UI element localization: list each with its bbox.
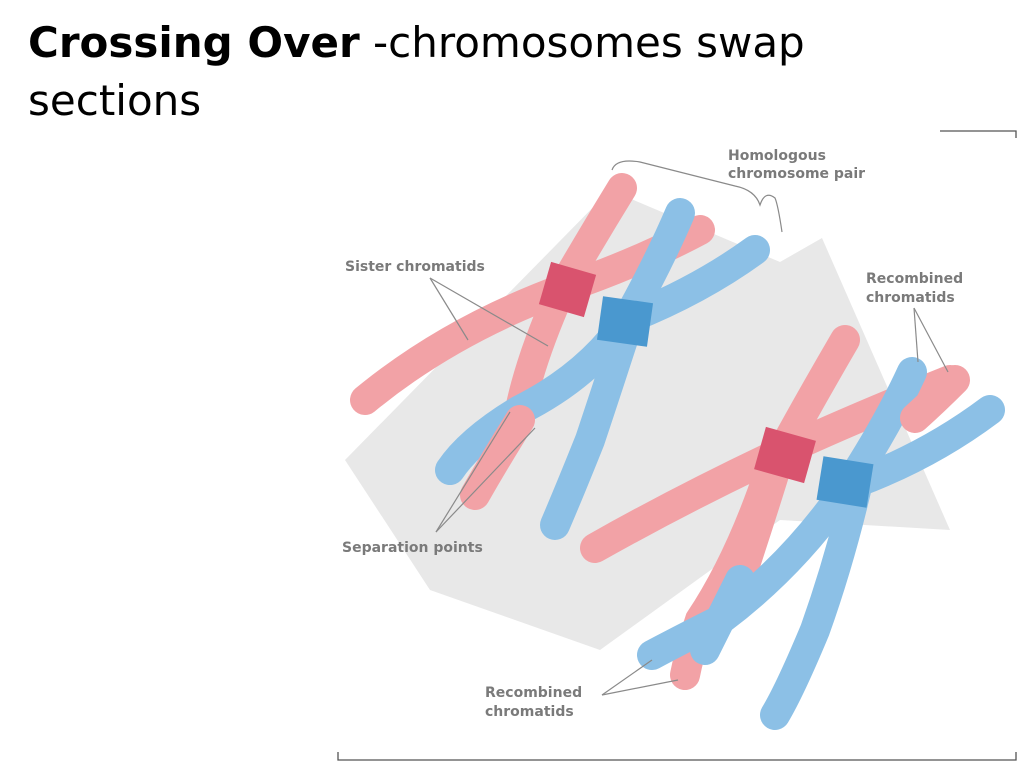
recombined-top-leader-1 (913, 307, 919, 363)
pink-centromere-left (538, 261, 597, 318)
recombined-bottom-leader-2 (601, 679, 679, 696)
pink-lower-tail (460, 405, 535, 510)
pink-lower-arm (670, 455, 785, 690)
title-rest: -chromosomes swap sections (28, 18, 805, 125)
figure-frame (337, 130, 1017, 761)
label-recombined-bottom-line1: Recombined (485, 685, 582, 701)
label-homologous-line1: Homologous (728, 148, 826, 164)
title-bold: Crossing Over (28, 18, 360, 67)
blue-recombined-arm-1 (637, 357, 927, 670)
recombined-bottom-leader-1 (601, 659, 653, 696)
separation-leader-2 (435, 427, 536, 533)
process-arrow (345, 190, 950, 650)
label-recombined-bottom-line2: chromatids (485, 704, 574, 720)
sister-leader-1 (429, 277, 469, 341)
label-recombined-top-line2: chromatids (866, 290, 955, 306)
label-recombined-top-line1: Recombined (866, 271, 963, 287)
homologous-brace (611, 160, 783, 233)
sister-leader-2 (429, 277, 549, 347)
pink-centromere-right (754, 426, 816, 484)
leader-lines (429, 160, 949, 696)
blue-lower-tip (690, 565, 755, 665)
blue-centromere-left (596, 296, 654, 347)
homologous-pair-left (350, 173, 770, 540)
blue-centromere-right (816, 456, 874, 508)
homologous-pair-right (580, 325, 1005, 730)
slide-title: Crossing Over -chromosomes swap sections (28, 14, 928, 130)
label-sister-chromatids: Sister chromatids (345, 259, 485, 275)
blue-recombined-arm-2 (760, 395, 1005, 730)
recombined-top-leader-2 (913, 307, 949, 373)
blue-chromatid-1 (435, 198, 695, 485)
separation-leader-1 (435, 411, 511, 533)
pink-top-tip (900, 365, 970, 433)
label-homologous-line2: chromosome pair (728, 166, 865, 182)
label-separation-points: Separation points (342, 540, 483, 556)
diagram-labels: Homologous chromosome pair Sister chroma… (342, 148, 963, 720)
blue-chromatid-2 (540, 235, 770, 540)
